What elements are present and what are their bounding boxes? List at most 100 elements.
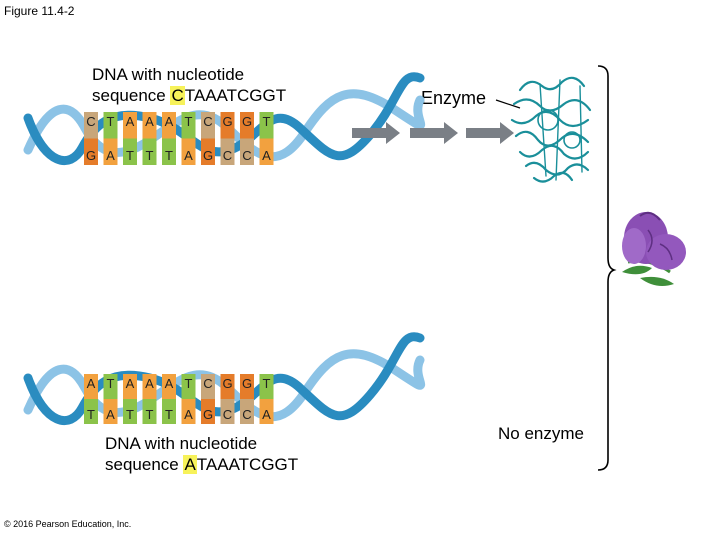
top-base-top-letter-5: T [185, 114, 193, 129]
no-enzyme-label: No enzyme [498, 424, 584, 443]
bottom-base-bottom-letter-0: T [87, 407, 95, 422]
bottom-dna-caption: DNA with nucleotide sequence ATAAATCGGT [105, 433, 298, 475]
bottom-base-bottom-2 [123, 399, 137, 424]
top-dna-highlight-base: C [170, 86, 185, 105]
figure-label: Figure 11.4-2 [4, 4, 75, 18]
bottom-base-bottom-letter-2: T [126, 407, 134, 422]
bottom-base-bottom-5 [181, 399, 196, 424]
bottom-base-top-6 [201, 374, 215, 399]
bottom-dna-highlight-base: A [183, 455, 197, 474]
bottom-base-bottom-4 [162, 399, 176, 424]
top-base-top-4 [162, 112, 176, 139]
enzyme-protein-icon [510, 76, 592, 183]
top-dna-caption-line2: sequence CTAAATCGGT [92, 85, 286, 106]
top-base-bottom-6 [201, 138, 215, 165]
copyright-notice: © 2016 Pearson Education, Inc. [4, 519, 132, 529]
bottom-base-bottom-6 [201, 399, 215, 424]
top-base-bottom-letter-8: C [242, 148, 251, 163]
top-base-top-1 [103, 112, 118, 139]
bottom-base-bottom-letter-8: C [242, 407, 251, 422]
bottom-base-bottom-letter-7: C [223, 407, 232, 422]
top-base-top-8 [240, 112, 254, 139]
bottom-base-bottom-7 [220, 399, 235, 424]
arrow-3 [466, 122, 514, 144]
top-base-bottom-0 [84, 138, 98, 165]
top-dna-caption: DNA with nucleotide sequence CTAAATCGGT [92, 64, 286, 106]
top-base-bottom-letter-2: T [126, 148, 134, 163]
top-base-top-letter-3: A [145, 114, 154, 129]
bottom-base-bottom-letter-5: A [184, 407, 193, 422]
top-base-bottom-2 [123, 138, 137, 165]
top-base-top-letter-4: A [165, 114, 174, 129]
top-base-top-6 [201, 112, 215, 139]
top-base-top-5 [181, 112, 196, 139]
top-base-top-9 [259, 112, 274, 139]
top-base-bottom-1 [103, 138, 118, 165]
top-base-top-letter-9: T [263, 114, 271, 129]
bottom-base-bottom-letter-4: T [165, 407, 173, 422]
top-dna-caption-rest: TAAATCGGT [184, 86, 287, 105]
bottom-base-bottom-9 [259, 399, 274, 424]
top-base-bottom-letter-7: C [223, 148, 232, 163]
top-dna-caption-prefix: sequence [92, 86, 171, 105]
top-base-top-letter-0: C [86, 114, 95, 129]
bottom-base-top-2 [123, 374, 137, 399]
top-base-bottom-7 [220, 138, 235, 165]
bottom-base-top-9 [259, 374, 274, 399]
enzyme-label: Enzyme [421, 88, 487, 108]
bottom-base-bottom-1 [103, 399, 118, 424]
bottom-base-top-letter-1: T [107, 376, 115, 391]
process-arrows [352, 122, 514, 144]
top-base-bottom-letter-4: T [165, 148, 173, 163]
bottom-base-top-8 [240, 374, 254, 399]
bottom-base-bottom-letter-9: A [262, 407, 271, 422]
top-base-bottom-5 [181, 138, 196, 165]
arrow-2 [410, 122, 458, 144]
top-base-bottom-8 [240, 138, 254, 165]
top-base-bottom-letter-1: A [106, 148, 115, 163]
top-dna-caption-line1: DNA with nucleotide [92, 65, 245, 84]
top-base-bottom-letter-6: G [203, 148, 213, 163]
bottom-base-top-letter-0: A [87, 376, 96, 391]
top-base-bottom-9 [259, 138, 274, 165]
top-base-top-3 [142, 112, 157, 139]
bottom-base-bottom-letter-6: G [203, 407, 213, 422]
bottom-base-bottom-3 [142, 399, 157, 424]
top-base-bottom-letter-9: A [262, 148, 271, 163]
bottom-base-top-letter-7: G [222, 376, 232, 391]
bottom-base-top-letter-5: T [185, 376, 193, 391]
bottom-dna-caption-rest: TAAATCGGT [196, 455, 299, 474]
bottom-dna-caption-prefix: sequence [105, 455, 184, 474]
bottom-dna-caption-line1: DNA with nucleotide [105, 434, 258, 453]
bottom-base-top-letter-2: A [126, 376, 135, 391]
top-base-top-7 [220, 112, 235, 139]
bottom-base-top-0 [84, 374, 98, 399]
top-base-top-0 [84, 112, 98, 139]
top-base-top-letter-6: C [203, 114, 212, 129]
bottom-base-bottom-letter-3: T [146, 407, 154, 422]
bottom-base-bottom-letter-1: A [106, 407, 115, 422]
bottom-base-bottom-8 [240, 399, 254, 424]
top-base-bottom-3 [142, 138, 157, 165]
bottom-base-top-letter-3: A [145, 376, 154, 391]
bottom-base-top-4 [162, 374, 176, 399]
arrow-1 [352, 122, 400, 144]
bottom-base-top-letter-6: C [203, 376, 212, 391]
bottom-base-top-5 [181, 374, 196, 399]
top-base-top-letter-1: T [107, 114, 115, 129]
bottom-base-top-letter-9: T [263, 376, 271, 391]
top-base-bottom-letter-0: G [86, 148, 96, 163]
bottom-base-top-letter-4: A [165, 376, 174, 391]
bottom-base-top-letter-8: G [242, 376, 252, 391]
top-base-top-letter-2: A [126, 114, 135, 129]
bottom-base-top-7 [220, 374, 235, 399]
bottom-base-top-1 [103, 374, 118, 399]
top-base-bottom-4 [162, 138, 176, 165]
top-base-top-2 [123, 112, 137, 139]
outcome-bracket [597, 65, 617, 471]
